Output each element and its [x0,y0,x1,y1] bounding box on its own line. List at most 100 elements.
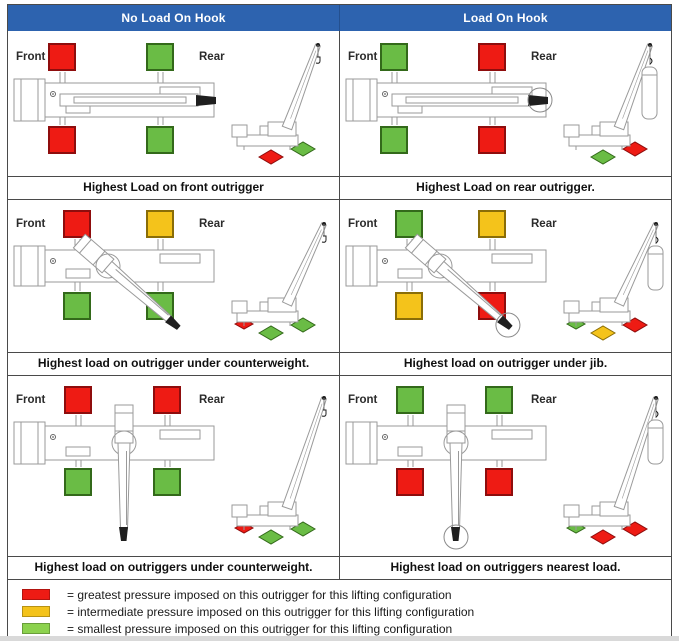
legend: = greatest pressure imposed on this outr… [8,580,671,641]
front-label: Front [348,218,378,230]
crane-top-view [345,404,547,550]
column-header-no-load: No Load On Hook [8,5,340,31]
outrigger-square-front-bottom [395,292,423,320]
hook-circle [527,87,553,113]
config-cell: Front Rear [8,200,340,352]
crane-top-view [345,72,553,125]
outrigger-square-front-top [63,210,91,238]
front-label: Front [16,51,46,63]
outrigger-square-rear-bottom [146,126,174,154]
crane-side-view [231,396,327,545]
caption: Highest load on outrigger under jib. [403,356,608,370]
outrigger-square-front-top [380,43,408,71]
outrigger-pad-diamond [590,529,616,545]
crane-top-view [13,233,215,330]
front-label: Front [16,218,46,230]
cab-side [563,504,580,518]
hook-circle [443,524,469,550]
outrigger-pad-diamond [258,149,284,165]
config-cell: Front Rear [340,376,671,556]
crane-side-view [563,43,658,165]
cab-side [563,124,580,138]
boom-side-view [613,396,659,511]
boom-side-view [281,43,321,131]
caption: Highest Load on front outrigger [8,177,340,199]
outrigger-square-front-bottom [380,126,408,154]
load-cylinder [647,245,664,291]
hook [655,236,659,244]
boom-head [451,527,460,541]
cab-top [345,245,378,287]
legend-label: = intermediate pressure imposed on this … [67,604,475,619]
caption: Highest load on outriggers nearest load. [390,560,621,574]
crane-side-view [231,43,321,165]
outrigger-square-rear-top [153,386,181,414]
outrigger-square-rear-bottom [485,468,513,496]
boom-top-view [72,233,181,330]
boom-head [165,315,181,330]
rear-label: Rear [199,394,225,406]
boom-side-view [281,222,327,307]
boom-head [497,315,513,330]
front-label: Front [16,394,46,406]
outrigger-square-front-bottom [396,468,424,496]
cab-top [13,245,46,287]
column-header-load: Load On Hook [340,5,671,31]
outrigger-square-front-top [48,43,76,71]
outrigger-square-rear-top [146,43,174,71]
outrigger-square-front-top [396,386,424,414]
outrigger-pad-diamond [258,325,284,341]
outrigger-square-front-bottom [63,292,91,320]
cab-top [13,78,46,122]
legend-item-intermediate: = intermediate pressure imposed on this … [8,603,671,620]
legend-swatch-yellow [22,606,50,617]
legend-swatch-red [22,589,50,600]
hook [649,57,653,65]
config-cell: Front Rear [8,376,340,556]
header-row: No Load On Hook Load On Hook [8,5,671,31]
hook-circle [495,312,521,338]
hook [315,56,321,64]
front-label: Front [348,394,378,406]
hook [655,410,659,418]
cab-side [231,504,248,518]
crane-top-view [13,404,215,541]
legend-label: = smallest pressure imposed on this outr… [67,621,453,636]
caption-row: Highest Load on front outrigger Highest L… [8,176,671,200]
cab-top [345,78,378,122]
rear-label: Rear [531,394,557,406]
cab-side [231,300,248,314]
outrigger-pad-diamond [258,529,284,545]
boom-side-view [613,222,659,307]
boom-head [119,527,128,541]
outrigger-square-rear-top [478,43,506,71]
crane-side-view [563,222,664,341]
outrigger-pad-diamond [590,325,616,341]
crane-side-view [231,222,327,341]
caption: Highest load on outriggers under counter… [8,557,340,579]
outrigger-square-front-bottom [64,468,92,496]
scan-artifact-strip [0,636,679,641]
caption: Highest load on outrigger under counterw… [8,353,340,375]
boom-top-view [443,404,469,550]
diagram-row: Front Rear Front Rear [8,376,671,556]
cab-top [13,421,46,465]
caption: Highest Load on rear outrigger. [416,180,595,194]
rear-label: Rear [199,218,225,230]
front-label: Front [348,51,378,63]
boom-side-view [281,396,327,511]
outrigger-square-rear-top [146,210,174,238]
crane-side-view [563,396,664,545]
crane-top-view [345,233,547,338]
crane-top-view [13,72,216,125]
outrigger-square-front-top [395,210,423,238]
boom-head [528,95,548,106]
